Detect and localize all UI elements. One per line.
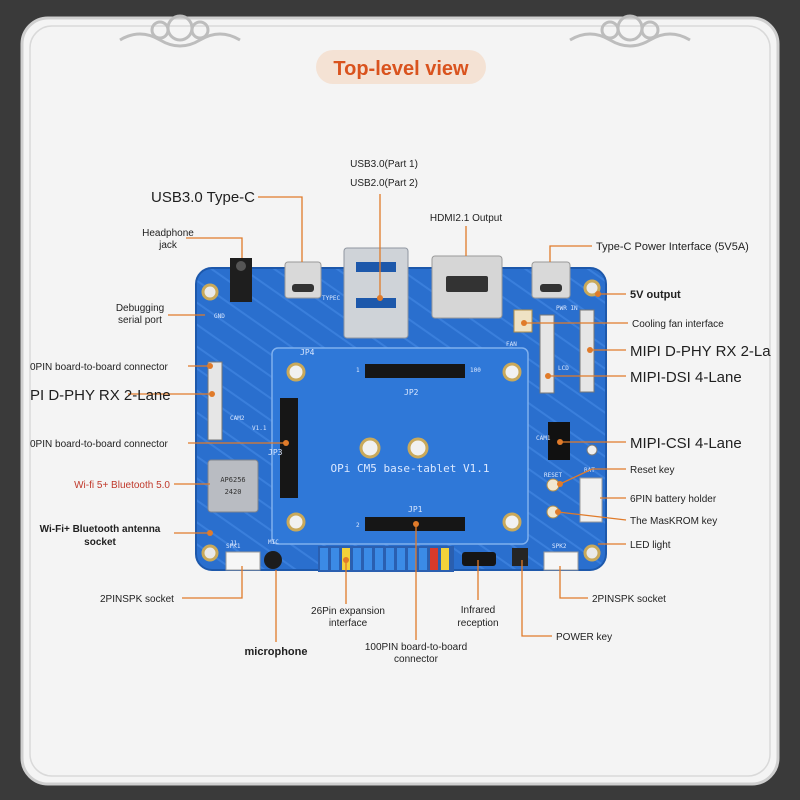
inner-border bbox=[29, 25, 771, 777]
title-pill bbox=[316, 50, 486, 84]
label-microphone: microphone bbox=[245, 646, 308, 658]
label-exp-2: interface bbox=[329, 618, 368, 629]
label-cooling-fan: Cooling fan interface bbox=[632, 319, 724, 330]
page-title: Top-level view bbox=[333, 58, 469, 80]
module-outline bbox=[271, 347, 529, 545]
silk-j1: J1 bbox=[230, 540, 238, 547]
label-hdmi: HDMI2.1 Output bbox=[430, 213, 502, 224]
silk-fan: FAN bbox=[506, 341, 517, 348]
label-power-key: POWER key bbox=[556, 632, 612, 643]
mounting-holes bbox=[201, 279, 601, 562]
ir-receiver bbox=[462, 552, 496, 566]
label-wifi-bt: Wi-fi 5+ Bluetooth 5.0 bbox=[74, 480, 170, 491]
wifi-module bbox=[207, 459, 259, 513]
label-usb3-part1: USB3.0(Part 1) bbox=[350, 159, 418, 170]
label-spk-left: 2PINSPK socket bbox=[100, 594, 174, 605]
silk-jp4: JP4 bbox=[300, 348, 315, 357]
silk-spk1: SPK1 bbox=[226, 543, 241, 550]
speaker-socket-left bbox=[225, 551, 261, 571]
label-ir-1: Infrared bbox=[461, 605, 495, 616]
chip-text-1: AP6256 bbox=[220, 476, 245, 484]
label-antenna-2: socket bbox=[84, 537, 116, 548]
silk-one: 1 bbox=[356, 367, 360, 374]
silk-cam1: CAM1 bbox=[536, 435, 551, 442]
label-5v-output: 5V output bbox=[630, 289, 681, 301]
label-exp-1: 26Pin expansion bbox=[311, 606, 385, 617]
fpc-connector-1 bbox=[539, 314, 555, 394]
fpc-connector-2 bbox=[579, 309, 595, 393]
module-holes bbox=[286, 362, 522, 532]
expansion-header bbox=[318, 546, 454, 572]
board-silkscreen-name: OPi CM5 base-tablet V1.1 bbox=[331, 462, 490, 475]
cloud-ornament-right-icon bbox=[569, 14, 691, 48]
label-maskrom: The MasKROM key bbox=[630, 516, 717, 527]
power-button bbox=[512, 548, 528, 566]
label-battery-holder: 6PIN battery holder bbox=[630, 494, 717, 505]
label-mipi-csi: MIPI-CSI 4-Lane bbox=[630, 435, 742, 452]
silk-two: 2 bbox=[356, 522, 360, 529]
label-mipi-dphy-left: PI D-PHY RX 2-Lane bbox=[30, 387, 171, 404]
label-usb3-typec: USB3.0 Type-C bbox=[151, 189, 255, 206]
usb-a-port bbox=[343, 247, 409, 339]
cloud-ornament-left-icon bbox=[119, 14, 241, 48]
label-headphone-1: Headphone bbox=[142, 228, 194, 239]
silk-typec: TYPEC bbox=[322, 295, 340, 302]
silk-pwr-in: PWR IN bbox=[556, 305, 578, 312]
headphone-jack bbox=[230, 258, 252, 302]
label-ir-2: reception bbox=[457, 618, 498, 629]
silk-jp2: JP2 bbox=[404, 388, 419, 397]
battery-holder bbox=[579, 477, 603, 523]
label-mipi-dphy-right: MIPI D-PHY RX 2-La bbox=[630, 343, 771, 360]
led-indicator bbox=[586, 444, 598, 456]
power-typec-port bbox=[531, 261, 571, 299]
silk-reset: RESET bbox=[544, 472, 562, 479]
label-debug-1: Debugging bbox=[116, 303, 164, 314]
silk-jp3: JP3 bbox=[268, 448, 283, 457]
speaker-socket-right bbox=[543, 551, 579, 571]
silk-spk2: SPK2 bbox=[552, 543, 567, 550]
label-b2b-left-top: 0PIN board-to-board connector bbox=[30, 362, 169, 373]
chip-text-2: 2420 bbox=[225, 488, 242, 496]
label-headphone-2: jack bbox=[158, 240, 178, 251]
pcb-board: AP6256 2420 OPi CM5 base-tablet V1.1 JP1… bbox=[195, 247, 607, 572]
label-spk-right: 2PINSPK socket bbox=[592, 594, 666, 605]
silk-v11: V1.1 bbox=[252, 425, 267, 432]
silk-cam2: CAM2 bbox=[230, 415, 245, 422]
label-typec-power: Type-C Power Interface (5V5A) bbox=[596, 241, 749, 253]
silk-jp1: JP1 bbox=[408, 505, 423, 514]
label-led: LED light bbox=[630, 540, 671, 551]
label-antenna-1: Wi-Fi+ Bluetooth antenna bbox=[40, 524, 161, 535]
silk-gnd: GND bbox=[214, 313, 225, 320]
usb-typec-port bbox=[284, 261, 322, 299]
microphone-component bbox=[264, 551, 282, 569]
silk-mic: MIC bbox=[268, 539, 279, 546]
label-reset-key: Reset key bbox=[630, 465, 674, 476]
b2b-connector-left bbox=[280, 398, 298, 498]
leader-lines bbox=[128, 194, 628, 642]
silk-100: 100 bbox=[470, 367, 481, 374]
left-fpc-connector bbox=[207, 361, 223, 441]
label-mipi-dsi: MIPI-DSI 4-Lane bbox=[630, 369, 742, 386]
callout-labels: USB3.0(Part 1) USB2.0(Part 2) USB3.0 Typ… bbox=[30, 159, 771, 665]
silk-lcd: LCD bbox=[558, 365, 569, 372]
label-b2b-bottom-1: 100PIN board-to-board bbox=[365, 642, 467, 653]
label-debug-2: serial port bbox=[118, 315, 162, 326]
b2b-connector-top bbox=[365, 364, 465, 378]
label-b2b-left-mid: 0PIN board-to-board connector bbox=[30, 439, 169, 450]
label-usb2-part2: USB2.0(Part 2) bbox=[350, 178, 418, 189]
label-b2b-bottom-2: connector bbox=[394, 654, 439, 665]
